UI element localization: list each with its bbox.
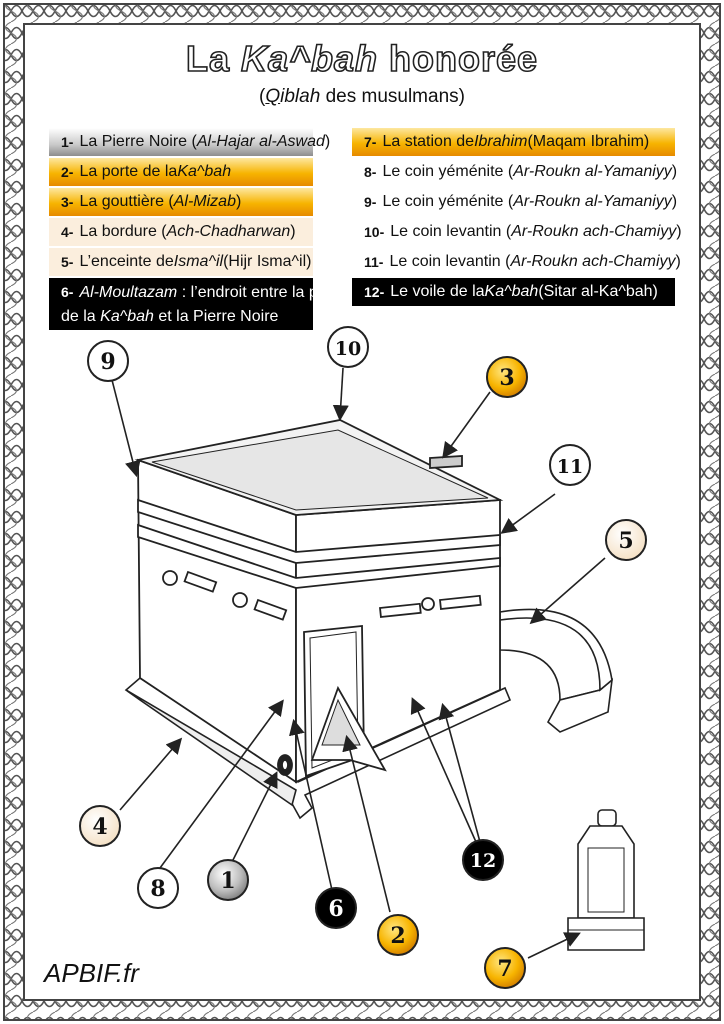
legend-item-11: 11-Le coin levantin (Ar-Roukn ach-Chamiy… xyxy=(352,248,681,276)
legend-item-6: 6-Al-Moultazam : l’endroit entre la port… xyxy=(49,278,345,330)
arrow-12b xyxy=(438,702,481,843)
badge-11: 11 xyxy=(549,444,591,486)
badge-10: 10 xyxy=(327,326,369,368)
svg-text:2: 2 xyxy=(390,923,405,949)
legend-item-5: 5-L’enceinte de Isma^il (Hijr Isma^il) xyxy=(49,248,313,276)
arrow-11 xyxy=(500,493,556,534)
arrow-2 xyxy=(342,734,391,913)
badge-6: 6 xyxy=(315,887,357,929)
arrow-10 xyxy=(332,367,349,422)
arrow-4 xyxy=(119,737,183,811)
page-title: La Ka^bah honorée xyxy=(185,37,539,80)
arrow-3 xyxy=(442,391,491,459)
arrow-6 xyxy=(289,718,333,891)
svg-text:3: 3 xyxy=(499,365,514,391)
svg-text:4: 4 xyxy=(92,814,107,840)
arrow-12a xyxy=(410,697,477,843)
svg-text:1: 1 xyxy=(220,868,235,894)
legend-item-12: 12-Le voile de la Ka^bah (Sitar al-Ka^ba… xyxy=(352,278,675,306)
badge-3: 3 xyxy=(486,356,528,398)
svg-text:5: 5 xyxy=(618,528,633,554)
maqam-ibrahim xyxy=(567,809,645,951)
legend-item-10: 10-Le coin levantin (Ar-Roukn ach-Chamiy… xyxy=(352,218,682,246)
badge-7: 7 xyxy=(484,947,526,989)
legend-item-4: 4-La bordure (Ach-Chadharwan) xyxy=(49,218,313,246)
legend-item-7: 7-La station de Ibrahim (Maqam Ibrahim) xyxy=(352,128,675,156)
svg-text:10: 10 xyxy=(335,338,361,360)
legend-item-2: 2-La porte de la Ka^bah xyxy=(49,158,313,186)
badge-4: 4 xyxy=(79,805,121,847)
arrow-7 xyxy=(527,932,581,959)
legend-item-3: 3-La gouttière (Al-Mizab) xyxy=(49,188,313,216)
svg-text:12: 12 xyxy=(470,850,496,872)
badge-1: 1 xyxy=(207,859,249,901)
badge-8: 8 xyxy=(137,867,179,909)
legend-item-9: 9-Le coin yéménite (Ar-Roukn al-Yamaniyy… xyxy=(352,188,677,216)
legend-item-1: 1-La Pierre Noire (Al-Hajar al-Aswad) xyxy=(49,128,330,156)
svg-text:9: 9 xyxy=(100,349,115,375)
arrow-8 xyxy=(159,699,284,869)
badge-9: 9 xyxy=(87,340,129,382)
badge-5: 5 xyxy=(605,519,647,561)
svg-text:6: 6 xyxy=(328,896,343,922)
badge-12: 12 xyxy=(462,839,504,881)
arrow-5 xyxy=(529,557,606,625)
page-subtitle: (Qiblah des musulmans) xyxy=(259,86,465,107)
label-arrows xyxy=(111,367,606,959)
badge-2: 2 xyxy=(377,914,419,956)
arrow-9 xyxy=(111,379,141,478)
brand-logo-text: APBIF.fr xyxy=(44,958,139,988)
svg-text:8: 8 xyxy=(150,876,165,902)
svg-text:7: 7 xyxy=(497,956,512,982)
svg-text:11: 11 xyxy=(557,456,583,478)
legend-item-8: 8-Le coin yéménite (Ar-Roukn al-Yamaniyy… xyxy=(352,158,677,186)
arrow-1 xyxy=(231,771,278,863)
hijr-ismail xyxy=(499,608,614,733)
